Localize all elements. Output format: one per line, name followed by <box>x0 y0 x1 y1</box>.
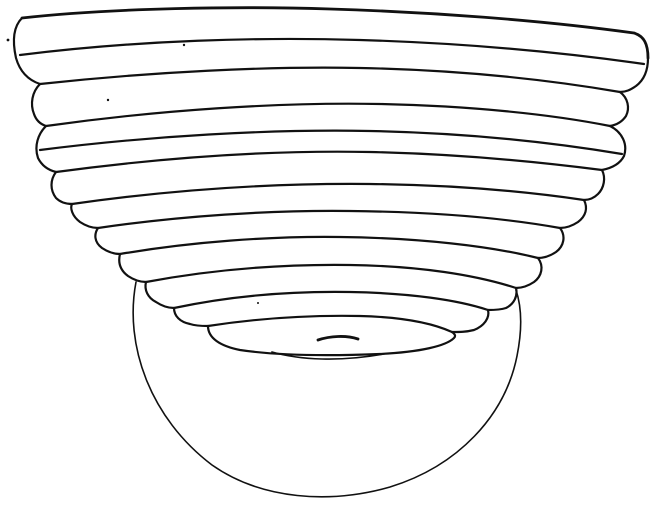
tier-4-right-end <box>584 170 604 200</box>
tier-9-bottom-edge <box>208 316 452 332</box>
tier-5-bottom-edge <box>98 211 560 228</box>
tier-6-left-end <box>95 228 120 254</box>
sphere-outline <box>133 282 521 497</box>
tier-3-right-end <box>602 126 625 170</box>
tier-8-left-end <box>145 282 174 308</box>
speck-3 <box>107 99 109 101</box>
tier-1-bottom-edge <box>40 68 620 92</box>
tier-1-inner-line <box>20 39 644 64</box>
tier-2-left-end <box>32 84 46 126</box>
tier-2-bottom-edge <box>46 104 610 126</box>
tier-8-bottom-edge <box>174 292 488 310</box>
tier-2-right-end <box>610 92 628 126</box>
tier-4-left-end <box>52 172 73 204</box>
tier-4-bottom-edge <box>72 184 584 204</box>
inner-ring-dark-mark <box>318 336 358 340</box>
speck-2 <box>183 44 185 46</box>
speck-1 <box>7 39 10 42</box>
tier-6-right-end <box>538 228 563 258</box>
speck-4 <box>257 302 259 304</box>
tier-7-right-end <box>516 258 541 288</box>
tier-7-bottom-edge <box>146 265 516 288</box>
tier-1-top-edge <box>22 8 648 58</box>
inner-ring <box>208 326 455 355</box>
tier-1-left-end <box>14 18 40 84</box>
tier-5-right-end <box>560 200 586 228</box>
tier-5-left-end <box>71 204 98 228</box>
tier-6-bottom-edge <box>120 237 538 258</box>
tier-9-right-end <box>452 310 488 332</box>
tier-3-inner-line <box>40 131 622 154</box>
tier-3-bottom-edge <box>56 152 602 172</box>
tier-9-left-end <box>174 308 208 326</box>
tier-7-left-end <box>119 254 146 282</box>
tier-8-right-end <box>488 288 517 310</box>
